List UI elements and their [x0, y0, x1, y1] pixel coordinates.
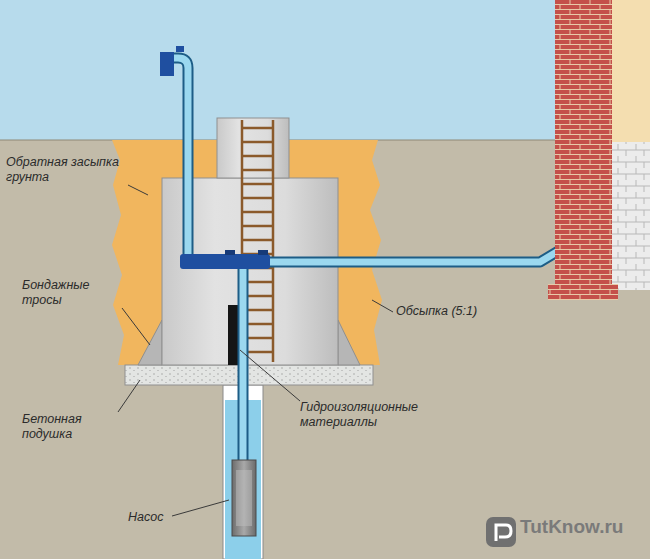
- faucet: [160, 52, 174, 76]
- brick-column: [555, 0, 612, 288]
- waterproofing-label: Гидроизоляционные материаллы: [300, 400, 440, 430]
- house-wall: [612, 0, 650, 142]
- cable-label: Бондажные тросы: [22, 278, 122, 308]
- sand-label: Обсыпка (5:1): [396, 304, 506, 319]
- pump-label: Насос: [128, 510, 188, 525]
- ground: [0, 140, 650, 559]
- pump: [232, 460, 256, 536]
- backfill-label: Обратная засыпка грунта: [6, 155, 124, 185]
- bandage-cable: [138, 320, 162, 365]
- bandage-cable: [338, 320, 360, 365]
- watermark-logo: [496, 525, 511, 541]
- watermark-logo: [486, 517, 516, 547]
- pump-body: [236, 470, 252, 526]
- faucet-handle: [176, 46, 184, 52]
- waterproofing: [228, 305, 238, 365]
- valve: [258, 250, 268, 255]
- pipe-fitting: [180, 254, 270, 269]
- caisson-neck: [217, 118, 289, 178]
- valve: [225, 250, 235, 255]
- leader-line: [118, 185, 393, 516]
- pad-label: Бетонная подушка: [22, 412, 122, 442]
- brick-base: [548, 284, 618, 300]
- stone-foundation: [612, 142, 650, 290]
- watermark: TutKnow.ru: [520, 519, 645, 534]
- concrete-pad: [125, 365, 373, 385]
